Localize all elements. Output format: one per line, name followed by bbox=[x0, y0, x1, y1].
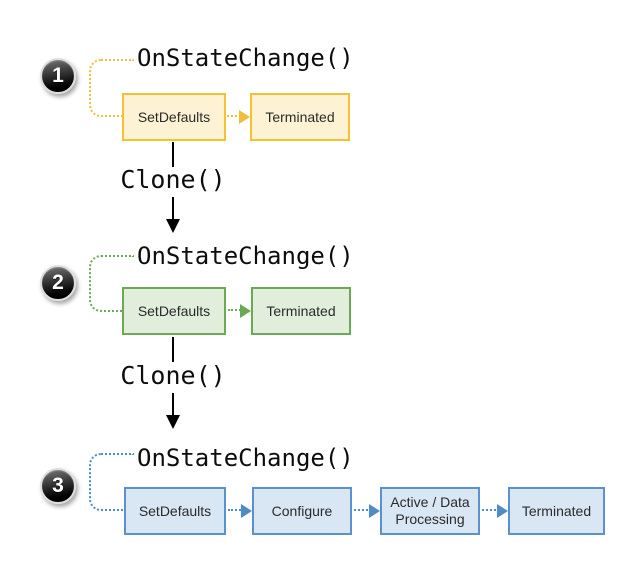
dotted-callback-connector-3 bbox=[89, 453, 134, 511]
clone-arrow-shaft-2 bbox=[172, 393, 174, 416]
dotted-transition-line-2 bbox=[228, 309, 241, 311]
clone-arrow-shaft-1 bbox=[172, 197, 174, 220]
state-box-active-data-processing: Active / Data Processing bbox=[380, 487, 480, 535]
clone-label-2: Clone() bbox=[120, 361, 226, 390]
state-box-setdefaults-2: SetDefaults bbox=[122, 287, 226, 335]
arrow-head-right-icon-2 bbox=[240, 304, 251, 318]
event-label-onstatechange-2: OnStateChange() bbox=[137, 242, 354, 270]
state-box-setdefaults-1: SetDefaults bbox=[122, 93, 226, 141]
dotted-transition-line-3b bbox=[354, 509, 368, 511]
state-box-configure: Configure bbox=[252, 487, 352, 535]
arrow-head-down-icon-1 bbox=[166, 219, 180, 233]
dotted-callback-connector-1 bbox=[89, 59, 134, 117]
clone-line-top-2 bbox=[172, 337, 174, 362]
step-badge-2: 2 bbox=[40, 265, 76, 301]
event-label-onstatechange-1: OnStateChange() bbox=[137, 44, 354, 72]
arrow-head-right-icon-3a bbox=[241, 504, 252, 518]
arrow-head-right-icon-3c bbox=[497, 504, 508, 518]
state-box-setdefaults-3: SetDefaults bbox=[124, 487, 226, 535]
state-box-terminated-1: Terminated bbox=[250, 93, 350, 141]
arrow-head-right-icon-1 bbox=[239, 110, 250, 124]
step-badge-3: 3 bbox=[40, 468, 76, 504]
clone-label-1: Clone() bbox=[120, 165, 226, 194]
arrow-head-down-icon-2 bbox=[166, 415, 180, 429]
event-label-onstatechange-3: OnStateChange() bbox=[137, 444, 354, 472]
dotted-callback-connector-2 bbox=[89, 255, 134, 312]
dotted-transition-line-3c bbox=[482, 509, 496, 511]
dotted-transition-line-3a bbox=[228, 509, 241, 511]
step-badge-1: 1 bbox=[40, 58, 76, 94]
state-box-terminated-3: Terminated bbox=[508, 487, 605, 535]
dotted-transition-line-1 bbox=[227, 115, 241, 117]
state-box-terminated-2: Terminated bbox=[251, 287, 351, 335]
clone-line-top-1 bbox=[172, 142, 174, 167]
arrow-head-right-icon-3b bbox=[369, 504, 380, 518]
